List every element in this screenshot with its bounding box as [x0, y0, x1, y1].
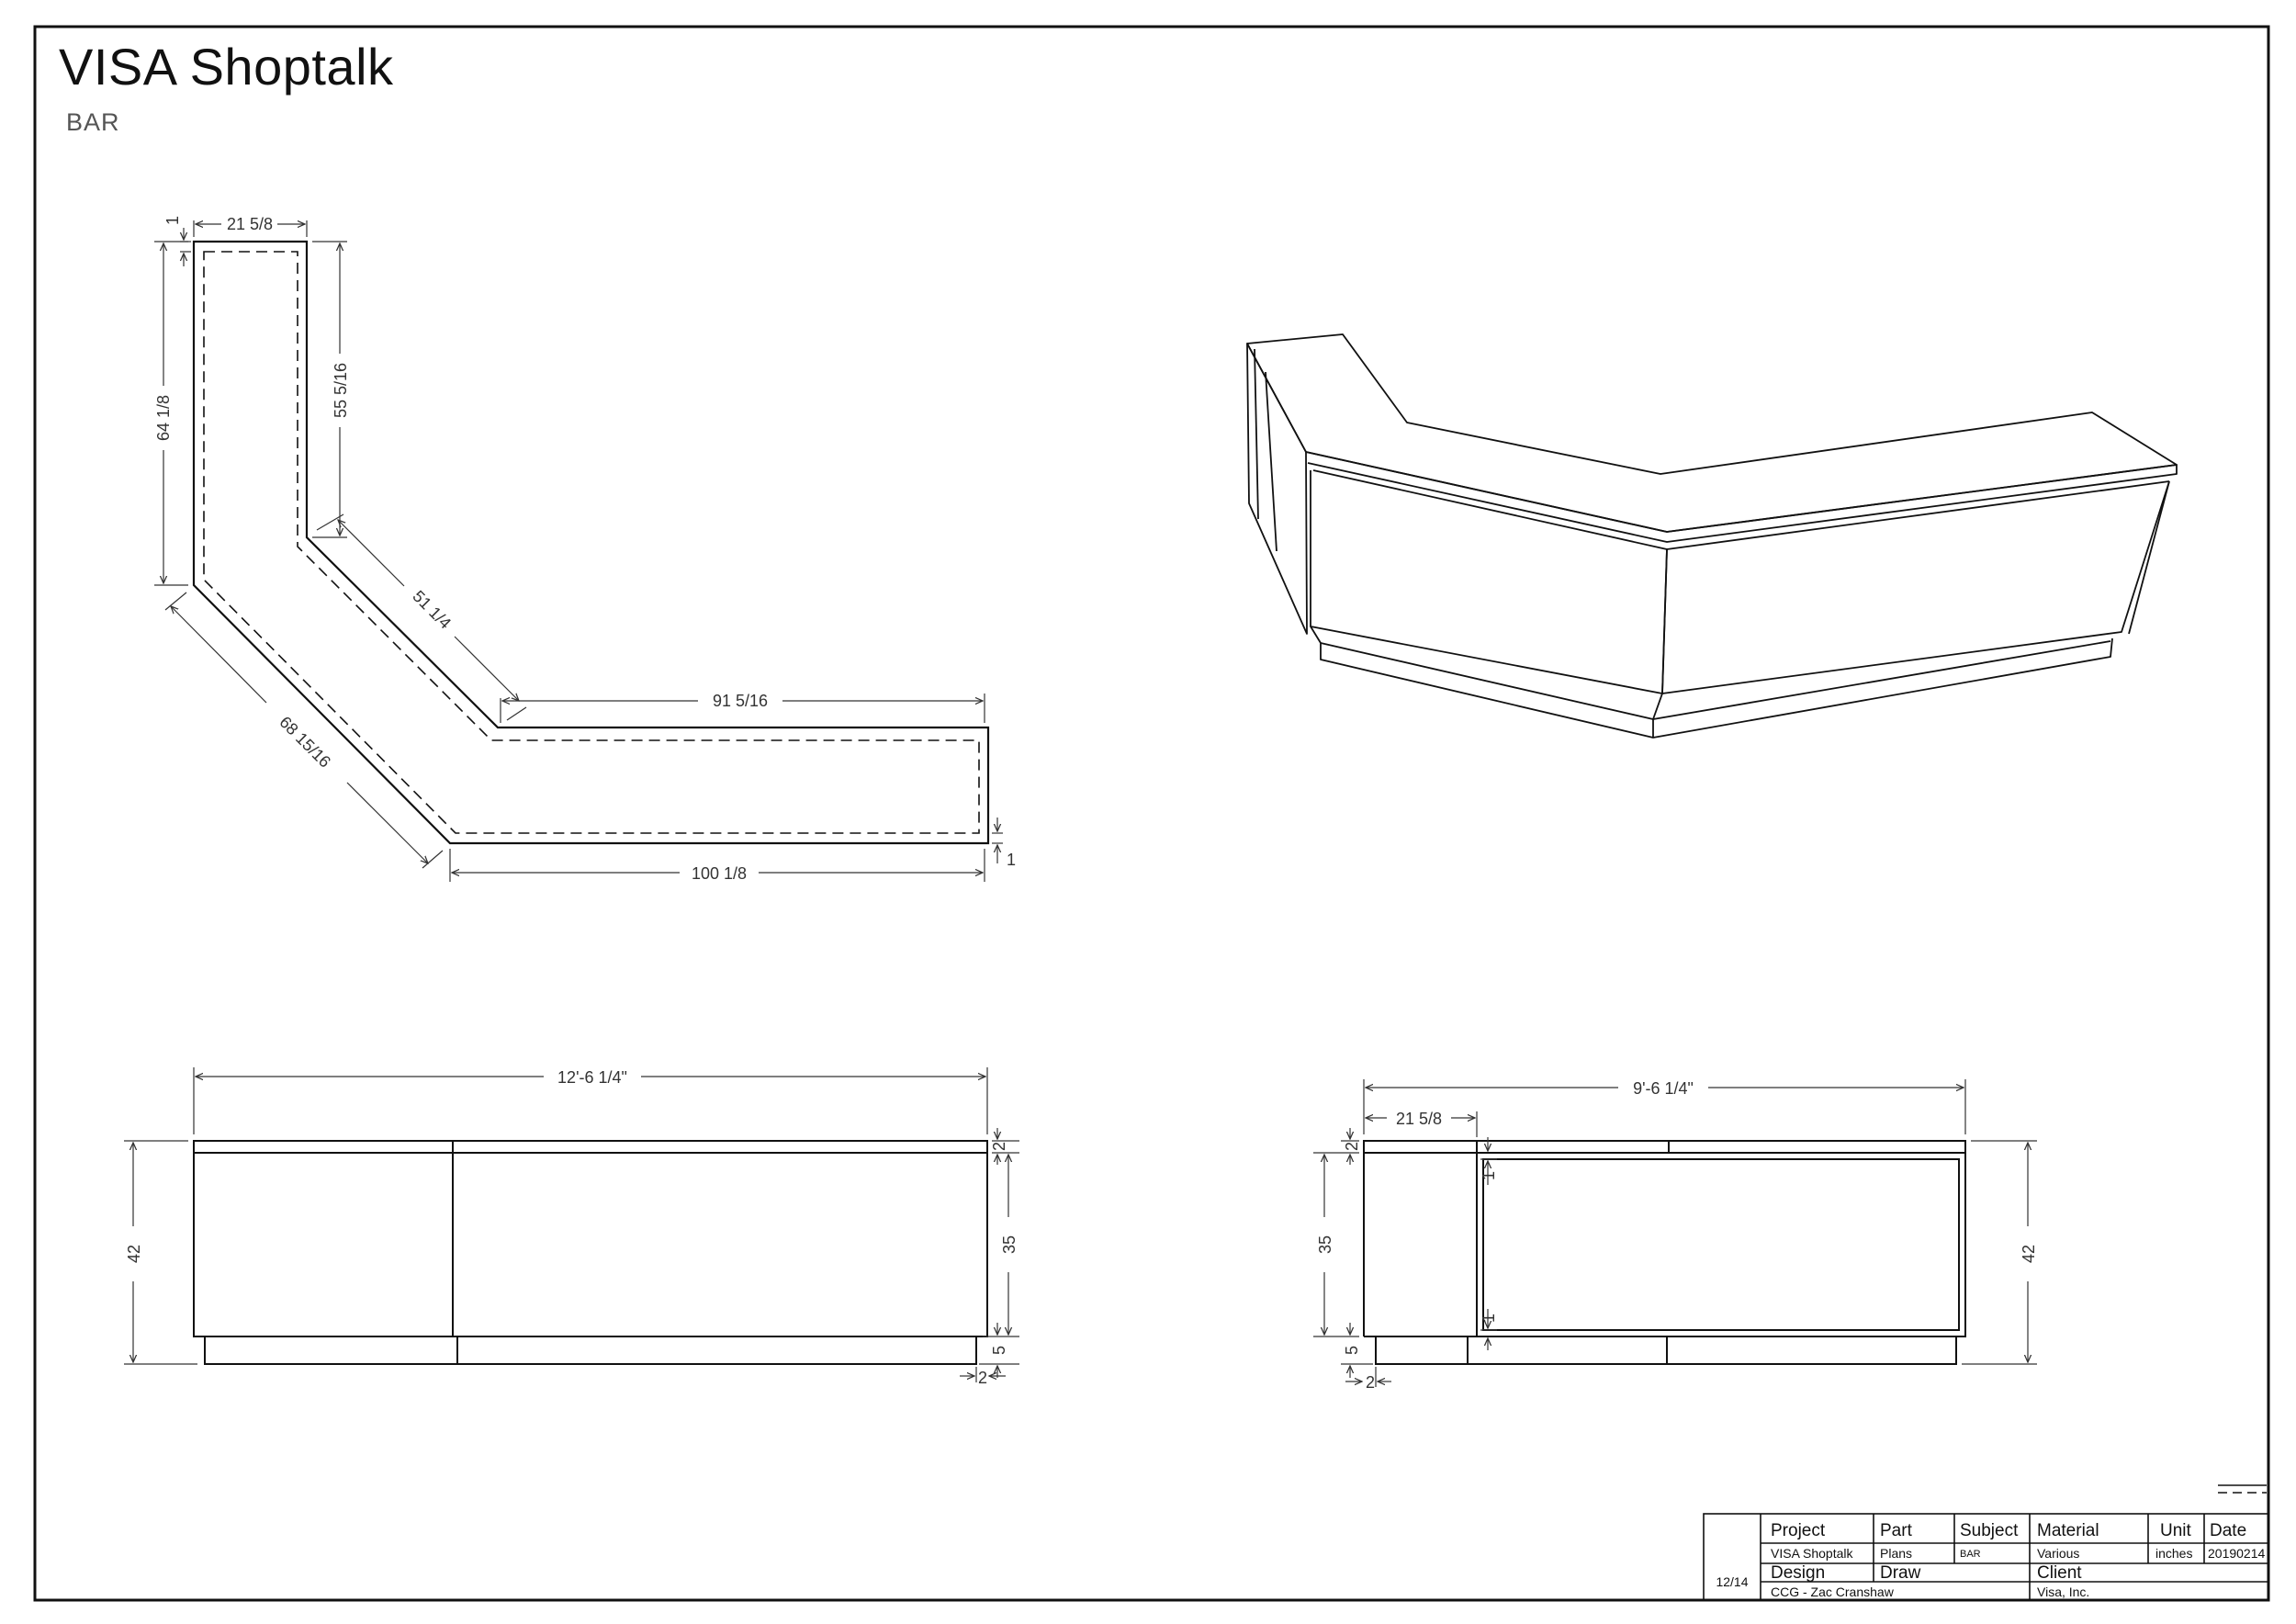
front-dim-base-height: 5: [990, 1346, 1008, 1355]
plan-dimensions: [154, 220, 1003, 882]
tb-project-label: Project: [1771, 1521, 1826, 1540]
plan-dim-left-height: 64 1/8: [154, 395, 173, 441]
tb-material-label: Material: [2037, 1521, 2099, 1540]
tb-material-value: Various: [2037, 1546, 2079, 1561]
front-dim-overall-width: 12'-6 1/4": [557, 1068, 627, 1087]
tb-design-value: CCG - Zac Cranshaw: [1771, 1585, 1895, 1599]
tb-date-label: Date: [2210, 1521, 2246, 1540]
side-elevation-dimensions: [1313, 1079, 2037, 1387]
tb-part-value: Plans: [1880, 1546, 1912, 1561]
front-dim-panel-height: 35: [1000, 1235, 1019, 1254]
tb-unit-label: Unit: [2160, 1521, 2192, 1540]
tb-client-value: Visa, Inc.: [2037, 1585, 2089, 1599]
tb-sheet-number: 12/14: [1716, 1574, 1748, 1589]
plan-dim-outer-diagonal: 68 15/16: [276, 713, 334, 772]
tb-unit-value: inches: [2155, 1546, 2192, 1561]
side-dim-overall-width: 9'-6 1/4": [1633, 1079, 1694, 1098]
side-dim-reveal-bottom: 1: [1480, 1314, 1498, 1323]
tb-client-label: Client: [2037, 1563, 2082, 1583]
front-dim-overall-height: 42: [125, 1245, 143, 1263]
front-elevation-dimensions: [124, 1067, 1019, 1382]
title-block: [1703, 1513, 2269, 1601]
sheet-title: VISA Shoptalk: [59, 38, 394, 96]
plan-view: [192, 240, 990, 845]
plan-dim-top-inset: 1: [163, 216, 182, 225]
tb-subject-value: BAR: [1960, 1549, 1981, 1560]
side-dim-panel-height: 35: [1316, 1235, 1334, 1254]
side-dim-reveal-top: 1: [1480, 1171, 1498, 1180]
tb-part-label: Part: [1880, 1521, 1913, 1540]
front-elevation: [193, 1140, 988, 1365]
plan-dim-right-inset: 1: [1007, 851, 1016, 869]
tb-draw-label: Draw: [1880, 1563, 1921, 1583]
plan-hidden-line: [203, 251, 980, 834]
side-dim-base-inset: 2: [1366, 1373, 1375, 1392]
tb-date-value: 20190214: [2208, 1546, 2266, 1561]
line-legend: [2218, 1484, 2267, 1494]
front-dim-top-thickness: 2: [990, 1142, 1008, 1151]
side-elevation: [1363, 1140, 1966, 1365]
sheet-subtitle: BAR: [66, 108, 120, 136]
sheet-border: [33, 25, 2270, 1602]
side-dim-overall-height: 42: [2020, 1245, 2038, 1263]
side-dim-top-thickness: 2: [1343, 1142, 1361, 1151]
plan-outline: [192, 240, 990, 845]
plan-dim-inner-bottom: 91 5/16: [713, 692, 768, 710]
tb-project-value: VISA Shoptalk: [1771, 1546, 1854, 1561]
tb-subject-label: Subject: [1960, 1521, 2019, 1540]
side-dim-base-height: 5: [1343, 1346, 1361, 1355]
plan-dim-top-width: 21 5/8: [227, 215, 273, 233]
plan-dim-outer-bottom: 100 1/8: [692, 864, 747, 883]
plan-dim-inner-height: 55 5/16: [332, 363, 350, 418]
side-dim-return-width: 21 5/8: [1396, 1110, 1442, 1128]
front-dim-base-inset: 2: [978, 1369, 987, 1387]
plan-dim-inner-diagonal: 51 1/4: [409, 587, 455, 633]
isometric-view: [1246, 333, 2178, 739]
tb-design-label: Design: [1771, 1563, 1825, 1583]
